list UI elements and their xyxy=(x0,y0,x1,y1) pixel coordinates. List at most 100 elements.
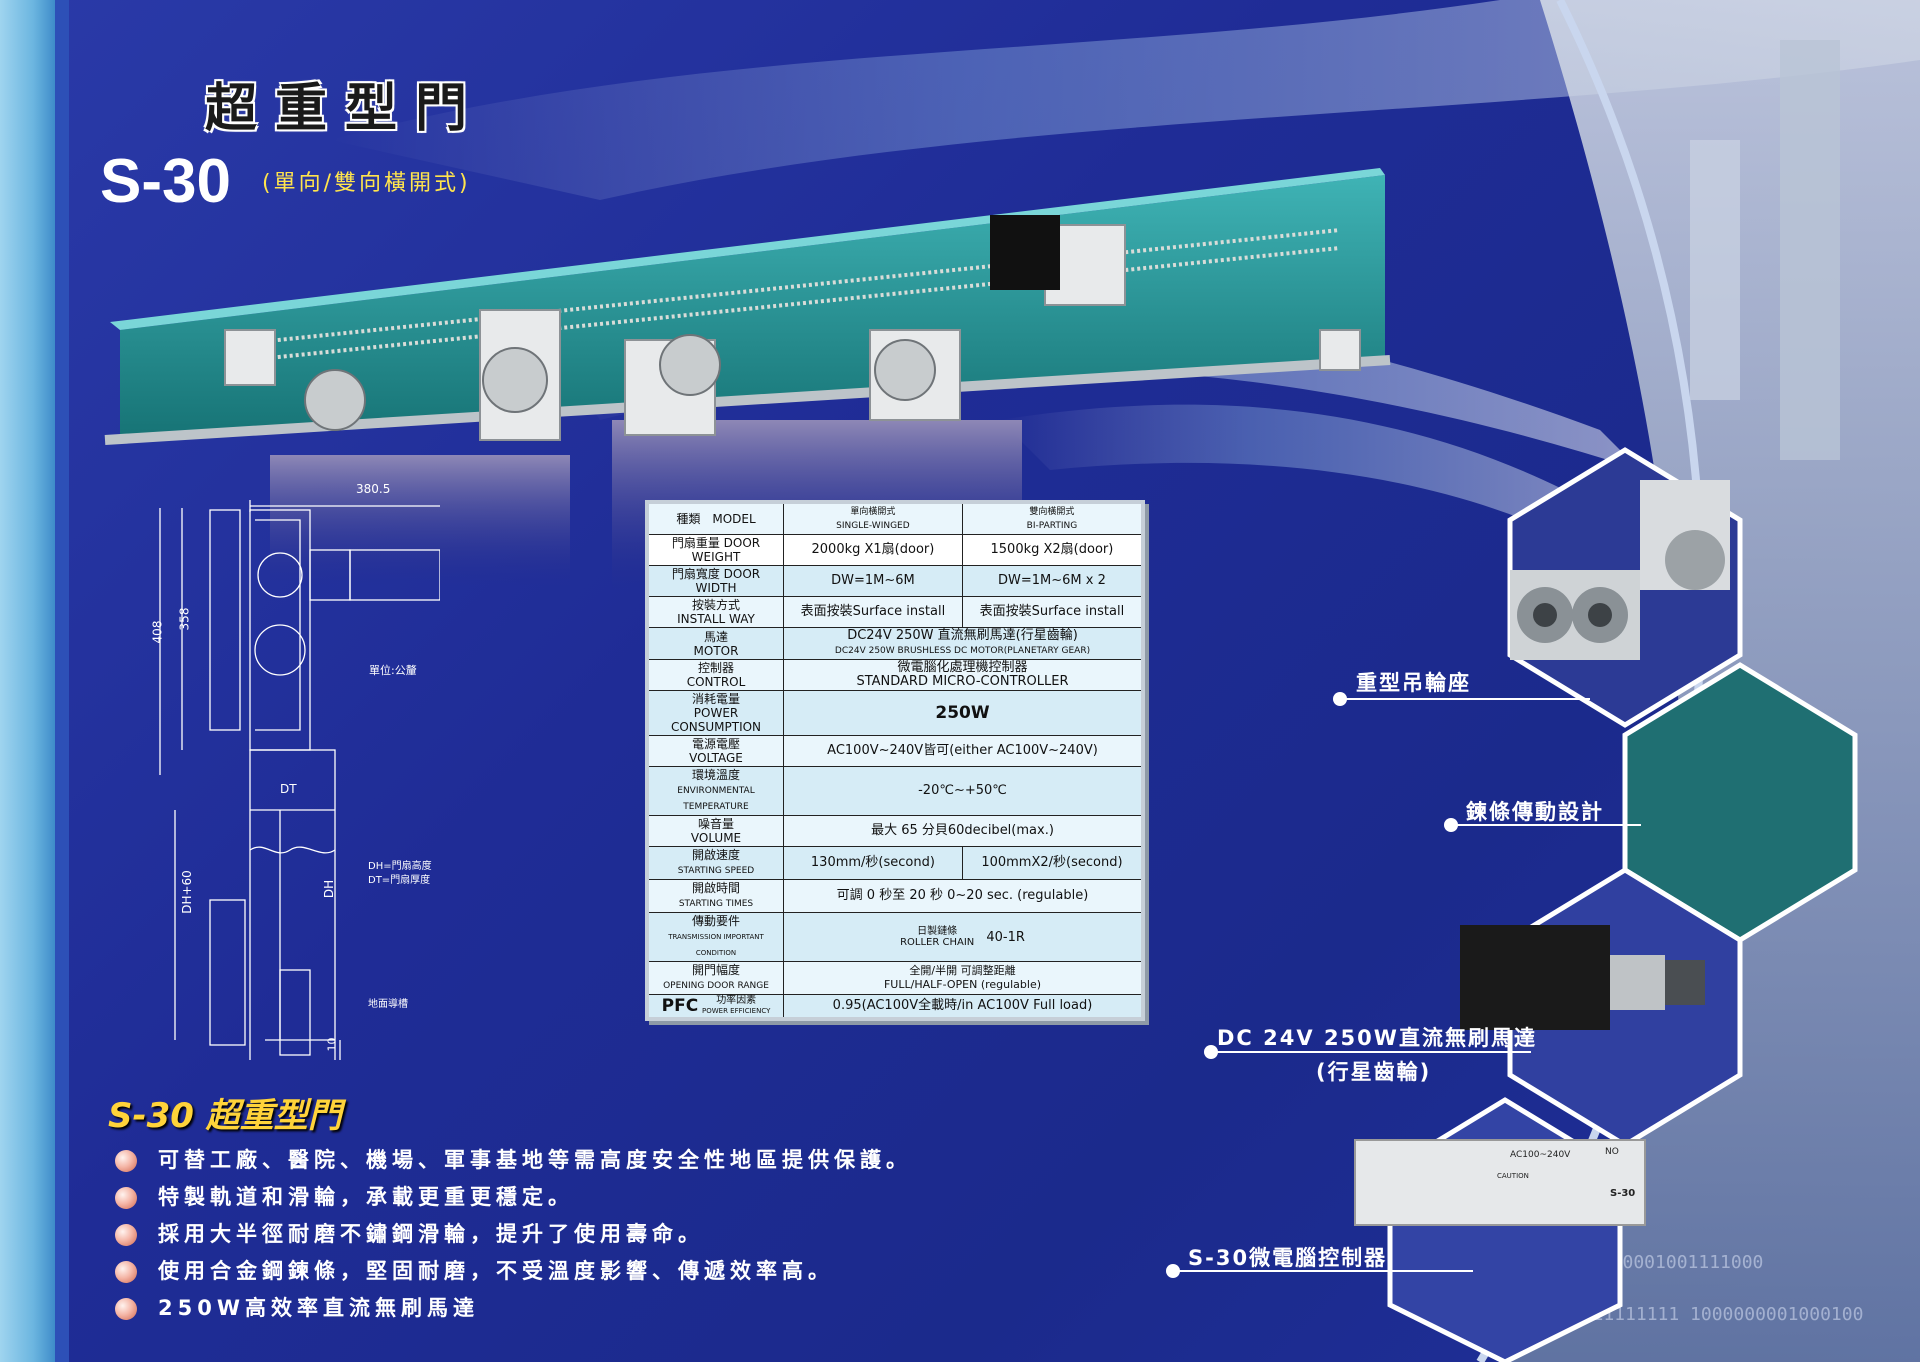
controller-no-label: NO xyxy=(1605,1147,1619,1157)
spec-label-en: MOTOR xyxy=(693,643,739,658)
spec-label-en: INSTALL WAY xyxy=(677,612,755,626)
feature-text: 採用大半徑耐磨不鏽鋼滑輪，提升了使用壽命。 xyxy=(158,1222,704,1246)
spec-row-volume: 噪音量 VOLUME 最大 65 分貝60decibel(max.) xyxy=(646,815,1144,847)
spec-value-cn: 微電腦化處理機控制器 xyxy=(897,660,1028,675)
dimension-bottom: 10 xyxy=(325,1037,339,1052)
spec-label: 馬達 MOTOR xyxy=(646,627,784,660)
spec-label: 電源電壓 VOLTAGE xyxy=(646,735,784,767)
bullet-icon xyxy=(115,1224,137,1246)
dt-note: DT=門扇厚度 xyxy=(368,875,431,886)
features-title: S-30 超重型門 xyxy=(108,1096,342,1136)
controller-voltage-label: AC100~240V xyxy=(1510,1150,1571,1160)
spec-value: 全開/半開 可調整距離 FULL/HALF-OPEN (regulable) xyxy=(783,961,1144,995)
list-item: 特製軌道和滑輪，承載更重更穩定。 xyxy=(115,1182,912,1219)
spec-label-cn: 噪音量 xyxy=(697,817,734,831)
dimension-dh60: DH+60 xyxy=(179,870,194,914)
spec-value: AC100V~240V皆可(either AC100V~240V) xyxy=(783,735,1144,767)
spec-label: 開門幅度 OPENING DOOR RANGE xyxy=(646,961,784,995)
spec-value: 1500kg X2扇(door) xyxy=(961,534,1144,566)
spec-label-cn: 開啟速度 xyxy=(691,848,740,862)
callout-pulley: 重型吊輪座 xyxy=(1356,671,1471,695)
bullet-icon xyxy=(115,1187,137,1209)
spec-label-abbr: PFC xyxy=(661,996,699,1016)
spec-row-pfc: PFC 功率因素 POWER EFFICIENCY 0.95(AC100V全載時… xyxy=(646,994,1144,1020)
dimension-dh: DH xyxy=(322,879,337,899)
spec-value-en: FULL/HALF-OPEN (regulable) xyxy=(883,978,1042,991)
technical-drawing xyxy=(159,500,440,1060)
spec-value: 最大 65 分貝60decibel(max.) xyxy=(783,815,1144,847)
spec-header-model: 種類 MODEL xyxy=(646,501,784,535)
spec-row-control: 控制器 CONTROL 微電腦化處理機控制器 STANDARD MICRO-CO… xyxy=(646,659,1144,691)
spec-label: 環境溫度 ENVIRONMENTAL TEMPERATURE xyxy=(646,766,784,816)
spec-label-cn: 控制器 xyxy=(697,661,734,675)
list-item: 使用合金鋼鍊條，堅固耐磨，不受溫度影響、傳遞效率高。 xyxy=(115,1256,912,1293)
floor-note: 地面導槽 xyxy=(368,999,408,1010)
spec-row-motor: 馬達 MOTOR DC24V 250W 直流無刷馬達(行星齒輪) DC24V 2… xyxy=(646,627,1144,660)
spec-value: 可調 0 秒至 20 秒 0~20 sec. (regulable) xyxy=(783,879,1144,913)
spec-header-single-cn: 單向橫開式 xyxy=(850,507,896,517)
callout-line xyxy=(1173,1270,1473,1272)
callout-motor-line1: DC 24V 250W直流無刷馬達 xyxy=(1217,1026,1537,1050)
spec-label-en: TRANSMISSION IMPORTANT CONDITION xyxy=(668,933,764,957)
spec-value: 0.95(AC100V全載時/in AC100V Full load) xyxy=(783,994,1144,1020)
spec-label: 傳動要件 TRANSMISSION IMPORTANT CONDITION xyxy=(646,912,784,962)
spec-label: 控制器 CONTROL xyxy=(646,659,784,691)
spec-label-en: VOLTAGE xyxy=(689,751,743,765)
spec-row-speed: 開啟速度 STARTING SPEED 130mm/秒(second) 100m… xyxy=(646,846,1144,880)
spec-label: 開啟時間 STARTING TIMES xyxy=(646,879,784,913)
bullet-icon xyxy=(115,1261,137,1283)
spec-value: 130mm/秒(second) xyxy=(783,846,963,880)
controller-caution-label: CAUTION xyxy=(1497,1172,1529,1180)
model-subtitle: (單向/雙向橫開式) xyxy=(262,171,471,196)
spec-label-cn: 環境溫度 xyxy=(691,768,740,782)
spec-value: 微電腦化處理機控制器 STANDARD MICRO-CONTROLLER xyxy=(783,659,1144,691)
spec-header-bi: 雙向橫開式 BI-PARTING xyxy=(961,501,1144,535)
spec-label-cn: 馬達 xyxy=(703,629,728,644)
spec-label-cn: 傳動要件 xyxy=(691,914,740,928)
spec-row-power: 消耗電量 POWER CONSUMPTION 250W xyxy=(646,690,1144,736)
svg-text:0010001001111000: 0010001001111000 xyxy=(1590,1252,1763,1273)
spec-label: 按裝方式 INSTALL WAY xyxy=(646,596,784,628)
spec-value: DW=1M~6M x 2 xyxy=(961,565,1144,597)
model-title: S-30 xyxy=(100,147,231,216)
dimension-height-outer: 408 xyxy=(150,620,165,644)
spec-label-en: VOLUME xyxy=(690,831,742,845)
spec-label-en: STARTING SPEED xyxy=(677,866,755,876)
spec-value: DC24V 250W 直流無刷馬達(行星齒輪) DC24V 250W BRUSH… xyxy=(783,627,1144,660)
spec-header-bi-cn: 雙向橫開式 xyxy=(1029,507,1075,517)
dimension-height-inner: 358 xyxy=(177,607,192,631)
feature-text: 可替工廠、醫院、機場、軍事基地等需高度安全性地區提供保護。 xyxy=(158,1148,912,1172)
dh-note: DH=門扇高度 xyxy=(368,861,432,872)
spec-table: 種類 MODEL 單向橫開式 SINGLE-WINGED 雙向橫開式 BI-PA… xyxy=(645,500,1145,1021)
list-item: 採用大半徑耐磨不鏽鋼滑輪，提升了使用壽命。 xyxy=(115,1219,912,1256)
spec-value-num: 40-1R xyxy=(986,929,1025,945)
spec-value: 表面按裝Surface install xyxy=(783,596,963,628)
unit-label: 單位:公釐 xyxy=(369,664,417,677)
bullet-icon xyxy=(115,1150,137,1172)
spec-label-en: POWER EFFICIENCY xyxy=(702,1007,771,1015)
spec-label: PFC 功率因素 POWER EFFICIENCY xyxy=(646,994,784,1020)
spec-label: 門扇重量 DOOR WEIGHT xyxy=(646,534,784,566)
feature-text: 250W高效率直流無刷馬達 xyxy=(158,1296,479,1320)
spec-value-cn: 全開/半開 可調整距離 xyxy=(909,964,1016,977)
spec-header-single-en: SINGLE-WINGED xyxy=(836,521,910,531)
callout-chain: 鍊條傳動設計 xyxy=(1466,800,1604,824)
dimension-width: 380.5 xyxy=(356,482,391,496)
spec-value: 250W xyxy=(783,690,1144,736)
spec-value-cn: DC24V 250W 直流無刷馬達(行星齒輪) xyxy=(847,628,1078,643)
callout-line xyxy=(1211,1051,1531,1053)
spec-label: 門扇寬度 DOOR WIDTH xyxy=(646,565,784,597)
left-decor-bar xyxy=(0,0,55,1362)
spec-value-en: STANDARD MICRO-CONTROLLER xyxy=(856,674,1069,689)
spec-value-cn: 日製鏈條 xyxy=(917,926,958,937)
callout-line xyxy=(1451,824,1641,826)
spec-row-range: 開門幅度 OPENING DOOR RANGE 全開/半開 可調整距離 FULL… xyxy=(646,961,1144,995)
spec-label-cn: 電源電壓 xyxy=(691,737,740,751)
spec-label-cn: 開啟時間 xyxy=(691,881,740,895)
spec-label-cn: 消耗電量 xyxy=(691,692,740,706)
spec-label: 消耗電量 POWER CONSUMPTION xyxy=(646,690,784,736)
spec-label-en: OPENING DOOR RANGE xyxy=(663,981,769,991)
spec-value-en: DC24V 250W BRUSHLESS DC MOTOR(PLANETARY … xyxy=(834,646,1091,656)
callout-motor-line2: (行星齒輪) xyxy=(1316,1060,1432,1084)
callout-line xyxy=(1340,698,1590,700)
